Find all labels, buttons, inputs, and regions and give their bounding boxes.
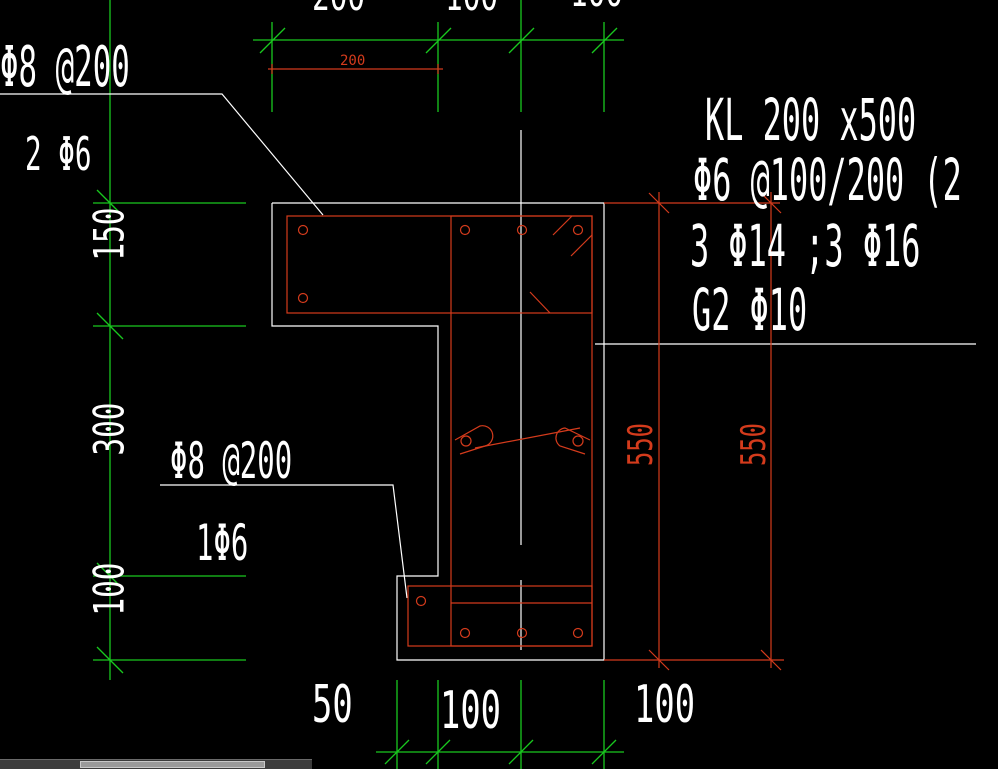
left-dim-100: 100 bbox=[84, 563, 134, 616]
left-dim-300: 300 bbox=[84, 403, 134, 456]
mid-stirrup-label: Φ8 @200 bbox=[170, 432, 292, 491]
top-dim-1: 200 bbox=[312, 0, 365, 20]
top-bars-label: 2 Φ6 bbox=[25, 128, 91, 181]
horizontal-scrollbar[interactable] bbox=[0, 759, 312, 769]
beam-stirrup: Φ6 @100/200 (2 bbox=[693, 148, 962, 215]
scrollbar-thumb[interactable] bbox=[80, 761, 265, 768]
bottom-dim-100-a: 100 bbox=[440, 681, 501, 741]
beam-name: KL 200 x500 bbox=[705, 88, 916, 155]
top-dim-2: 100 bbox=[445, 0, 498, 20]
right-dim-550-b: 550 bbox=[734, 423, 773, 466]
right-dim-550-a: 550 bbox=[621, 423, 660, 466]
dimension-lines bbox=[93, 0, 624, 769]
rebar-cage bbox=[268, 64, 784, 671]
top-stirrup-label: Φ8 @200 bbox=[0, 34, 130, 100]
bottom-dim-50: 50 bbox=[312, 675, 353, 735]
beam-side-bars: G2 Φ10 bbox=[692, 278, 807, 345]
top-small-dim: 200 bbox=[340, 53, 365, 69]
mid-bars-label: 1Φ6 bbox=[196, 514, 248, 573]
top-dim-3: 100 bbox=[570, 0, 623, 16]
left-dim-150: 150 bbox=[84, 208, 134, 261]
bottom-dim-100-b: 100 bbox=[634, 675, 695, 735]
beam-bars: 3 Φ14 ;3 Φ16 bbox=[690, 214, 920, 281]
